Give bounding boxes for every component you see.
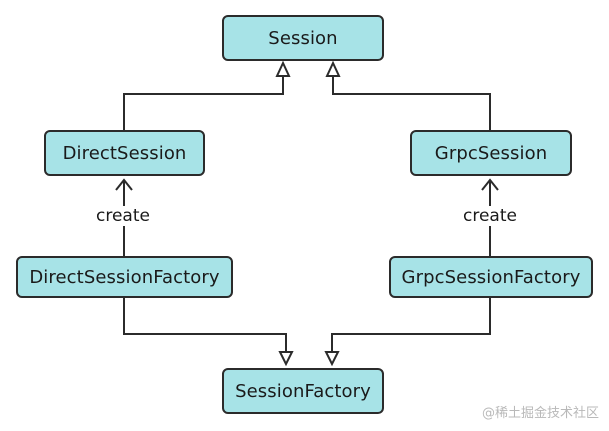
- inheritance-arrowhead-icon: [325, 60, 341, 77]
- edge-grpcfactory-to-sessionfactory: [331, 297, 491, 352]
- inheritance-arrowhead-icon: [278, 351, 294, 367]
- node-session-factory: SessionFactory: [222, 368, 384, 414]
- node-grpc-session: GrpcSession: [410, 130, 572, 176]
- edge-label-grpc-create: create: [461, 206, 519, 226]
- inheritance-arrowhead-icon: [324, 351, 340, 367]
- open-arrowhead-icon: [115, 178, 133, 191]
- edge-grpcsession-to-session: [332, 74, 491, 131]
- edge-label-direct-create: create: [94, 206, 152, 226]
- node-grpc-session-factory: GrpcSessionFactory: [389, 256, 593, 298]
- open-arrowhead-icon: [481, 178, 499, 191]
- edge-directsession-to-session: [123, 74, 284, 131]
- edge-directfactory-to-sessionfactory: [123, 297, 287, 352]
- node-session: Session: [222, 15, 384, 61]
- inheritance-arrowhead-icon: [275, 60, 291, 77]
- watermark: @稀土掘金技术社区: [481, 406, 599, 421]
- node-direct-session: DirectSession: [44, 130, 205, 176]
- node-direct-session-factory: DirectSessionFactory: [16, 256, 233, 298]
